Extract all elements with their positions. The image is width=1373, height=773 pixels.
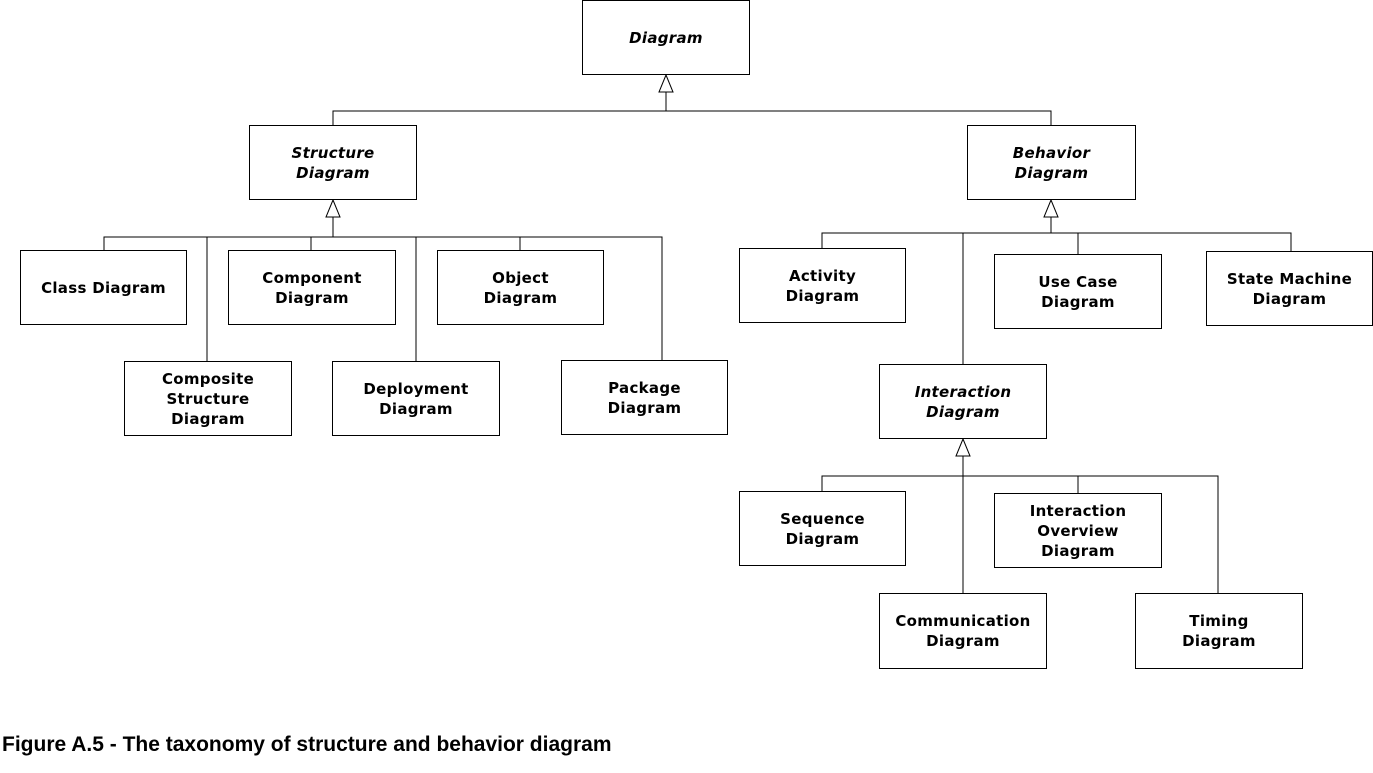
- interaction-overview-diagram-label: Interaction Overview Diagram: [1029, 501, 1127, 560]
- composite-structure-diagram-node: Composite Structure Diagram: [124, 361, 292, 436]
- generalization-arrowhead-behavior: [1043, 198, 1059, 218]
- use-case-diagram-label: Use Case Diagram: [1038, 272, 1118, 311]
- package-diagram-node: Package Diagram: [561, 360, 728, 435]
- connector-structure-branch: [103, 236, 663, 361]
- diagram-node: Diagram: [582, 0, 750, 75]
- state-machine-diagram-node: State Machine Diagram: [1206, 251, 1373, 326]
- activity-diagram-node: Activity Diagram: [739, 248, 906, 323]
- structure-diagram-node: Structure Diagram: [249, 125, 417, 200]
- connector-diagram-branch: [332, 110, 1052, 125]
- connector-interaction-branch: [821, 475, 1219, 593]
- activity-diagram-label: Activity Diagram: [785, 266, 860, 305]
- deployment-diagram-label: Deployment Diagram: [363, 379, 469, 418]
- behavior-diagram-label: Behavior Diagram: [1012, 143, 1091, 182]
- communication-diagram-label: Communication Diagram: [895, 612, 1031, 650]
- communication-diagram-node: Communication Diagram: [879, 593, 1047, 669]
- deployment-diagram-node: Deployment Diagram: [332, 361, 500, 436]
- connector-behavior-branch: [821, 232, 1292, 251]
- generalization-arrowhead-structure: [325, 198, 341, 218]
- object-diagram-label: Object Diagram: [483, 268, 558, 307]
- state-machine-diagram-label: State Machine Diagram: [1226, 269, 1353, 308]
- object-diagram-node: Object Diagram: [437, 250, 604, 325]
- interaction-diagram-node: Interaction Diagram: [879, 364, 1047, 439]
- composite-structure-diagram-label: Composite Structure Diagram: [161, 369, 255, 428]
- class-diagram-label: Class Diagram: [41, 278, 166, 297]
- structure-diagram-label: Structure Diagram: [291, 143, 375, 182]
- sequence-diagram-node: Sequence Diagram: [739, 491, 906, 566]
- component-diagram-node: Component Diagram: [228, 250, 396, 325]
- interaction-diagram-label: Interaction Diagram: [914, 382, 1012, 421]
- behavior-diagram-node: Behavior Diagram: [967, 125, 1136, 200]
- timing-diagram-label: Timing Diagram: [1182, 612, 1256, 650]
- generalization-arrowhead-interaction: [955, 437, 971, 457]
- class-diagram-node: Class Diagram: [20, 250, 187, 325]
- generalization-arrowhead-diagram: [658, 73, 674, 93]
- component-diagram-label: Component Diagram: [262, 268, 362, 307]
- use-case-diagram-node: Use Case Diagram: [994, 254, 1162, 329]
- sequence-diagram-label: Sequence Diagram: [780, 509, 865, 548]
- timing-diagram-node: Timing Diagram: [1135, 593, 1303, 669]
- diagram-node-label: Diagram: [629, 28, 703, 47]
- package-diagram-label: Package Diagram: [607, 378, 682, 417]
- figure-caption: Figure A.5 - The taxonomy of structure a…: [2, 733, 612, 756]
- interaction-overview-diagram-node: Interaction Overview Diagram: [994, 493, 1162, 568]
